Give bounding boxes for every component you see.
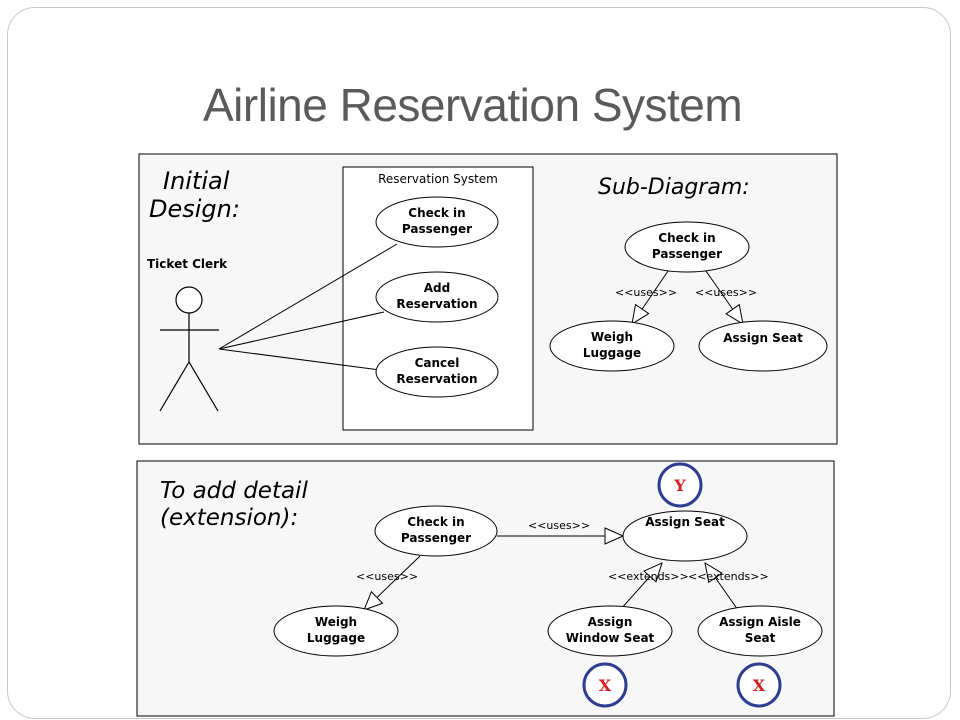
marker-x-window: X [582,662,628,708]
extension-label-line1: To add detail [160,478,308,504]
association-lines [218,243,398,371]
sub-weigh-line1: Weigh [591,330,633,344]
uses-label-left: <<uses>> [615,286,677,299]
top-diagram-panel: Initial Design: Ticket Clerk Reservation… [138,153,838,445]
ext-usecase-window-seat: Assign Window Seat [547,605,673,657]
ext-assign-seat-label: Assign Seat [645,515,725,529]
uses-label-assign: <<uses>> [528,519,590,532]
slide-frame [7,7,951,719]
sub-weigh-line2: Luggage [583,346,641,360]
ext-check-in-line1: Check in [407,515,464,529]
extends-arrow-aisle [705,563,739,611]
bottom-panel-border [136,460,835,717]
marker-y-label: Y [673,476,686,495]
sub-assign-label: Assign Seat [723,331,803,345]
ext-usecase-assign-seat: Assign Seat [622,510,748,562]
sub-usecase-assign-seat: Assign Seat [698,320,828,372]
usecase-add-line1: Add [424,281,450,295]
ext-window-line2: Window Seat [566,631,655,645]
bottom-diagram-panel: To add detail (extension): Check in Pass… [136,460,835,717]
ext-check-in-line2: Passenger [401,531,471,545]
slide-title: Airline Reservation System [203,79,743,131]
system-label: Reservation System [378,172,498,186]
usecase-check-in: Check in Passenger [375,196,499,248]
frame-notch [0,700,8,720]
ext-usecase-check-in: Check in Passenger [374,505,498,557]
marker-x-aisle-label: X [753,676,766,695]
sub-check-in-line2: Passenger [652,247,722,261]
ext-aisle-line2: Seat [745,631,776,645]
usecase-cancel-line1: Cancel [415,356,460,370]
uses-label-weigh: <<uses>> [356,570,418,583]
ext-usecase-aisle-seat: Assign Aisle Seat [697,605,823,657]
initial-label-line1: Initial [163,167,230,195]
extends-arrow-window [619,563,662,611]
uses-arrow-weigh [632,270,669,324]
marker-y: Y [657,462,703,508]
usecase-check-in-line1: Check in [408,206,465,220]
extends-label-b: <<extends>> [688,570,769,583]
sub-check-in-line1: Check in [658,231,715,245]
usecase-cancel-line2: Reservation [396,372,477,386]
sub-usecase-check-in: Check in Passenger [624,221,750,273]
ext-weigh-line2: Luggage [307,631,365,645]
usecase-add-reservation: Add Reservation [375,271,499,323]
ext-usecase-weigh-luggage: Weigh Luggage [273,605,399,657]
extension-label-line2: (extension): [160,505,298,531]
sub-usecase-weigh-luggage: Weigh Luggage [549,320,675,372]
marker-x-aisle: X [736,662,782,708]
usecase-cancel-reservation: Cancel Reservation [375,346,499,398]
uses-arrow-assign [705,270,743,324]
uses-label-right: <<uses>> [695,286,757,299]
actor-label: Ticket Clerk [147,257,228,271]
initial-label-line2: Design: [149,195,240,223]
usecase-check-in-line2: Passenger [402,222,472,236]
sub-diagram-label: Sub-Diagram: [598,175,750,200]
ext-window-line1: Assign [588,615,633,629]
marker-x-window-label: X [599,676,612,695]
usecase-add-line2: Reservation [396,297,477,311]
actor-stick-figure [159,286,219,412]
extends-label-a: <<extends>> [608,570,689,583]
ext-weigh-line1: Weigh [315,615,357,629]
uses-arrow-weigh-luggage [364,555,421,610]
ext-aisle-line1: Assign Aisle [719,615,801,629]
